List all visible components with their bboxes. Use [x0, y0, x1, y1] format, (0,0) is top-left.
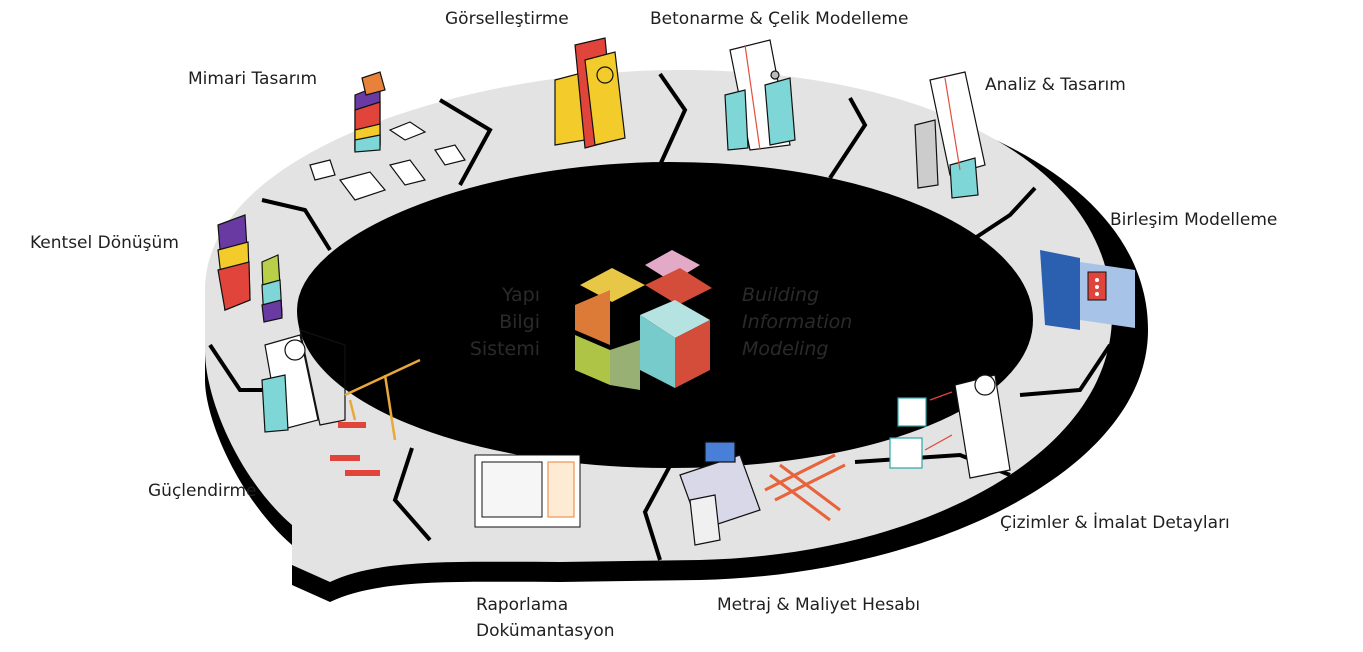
bim-cube-logo	[575, 250, 712, 390]
center-en-line3: Modeling	[742, 338, 829, 360]
label-kentsel-donusum: Kentsel Dönüşüm	[30, 233, 179, 253]
structural-model-icon	[724, 39, 796, 151]
label-guclendirme: Güçlendirme	[148, 481, 257, 501]
beam-icon	[330, 422, 380, 476]
center-en-line2: Information	[742, 311, 853, 333]
white-blocks-icon	[309, 121, 466, 201]
center-tr-line2: Bilgi	[499, 311, 540, 333]
ring-top	[205, 70, 1112, 582]
label-analiz-tasarim: Analiz & Tasarım	[985, 75, 1126, 95]
drawings-icon	[889, 374, 1011, 479]
strengthening-building-icon	[261, 329, 346, 433]
label-betonarme-celik: Betonarme & Çelik Modelleme	[650, 9, 909, 29]
connection-model-icon	[1040, 250, 1135, 330]
report-document-icon	[474, 454, 581, 528]
center-en-line1: Building	[742, 284, 820, 306]
visualization-building-icon	[554, 37, 626, 149]
urban-towers-icon	[217, 214, 283, 323]
center-turkish-title: Yapı Bilgi Sistemi	[440, 282, 540, 363]
label-gorsellestirme: Görselleştirme	[445, 9, 569, 29]
center-tr-line1: Yapı	[502, 284, 540, 306]
analysis-building-icon	[914, 71, 986, 199]
label-metraj-maliyet: Metraj & Maliyet Hesabı	[717, 595, 921, 615]
ring-inner-rim	[296, 161, 1034, 469]
quantity-model-icon	[679, 441, 846, 546]
crane-icon	[344, 358, 421, 441]
label-birlesim-modelleme: Birleşim Modelleme	[1110, 210, 1278, 230]
architectural-tower-icon	[354, 71, 386, 153]
label-mimari-tasarim: Mimari Tasarım	[188, 69, 318, 89]
center-english-title: Building Information Modeling	[742, 282, 852, 363]
label-raporlama: Raporlama	[476, 595, 569, 615]
label-cizimler-imalat: Çizimler & İmalat Detayları	[1000, 513, 1230, 533]
center-tr-line3: Sistemi	[469, 338, 540, 360]
label-dokumantasyon: Dokümantasyon	[476, 621, 615, 641]
